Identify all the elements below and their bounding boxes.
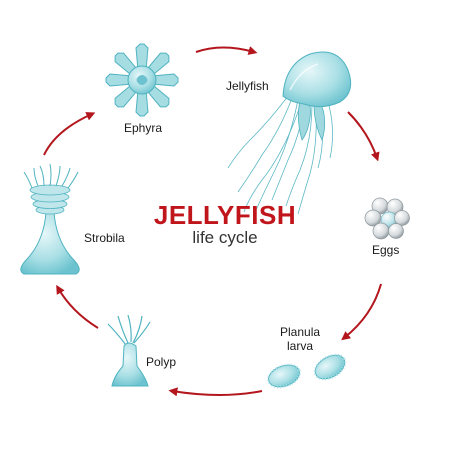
arrow-ephyra-to-jellyfish [195, 46, 258, 55]
diagram-title: JELLYFISH [153, 200, 297, 230]
planula-illustration [267, 353, 347, 389]
stage-label-polyp: Polyp [146, 355, 177, 369]
arrow-strobila-to-ephyra [43, 112, 96, 156]
arrow-polyp-to-strobila [56, 284, 99, 329]
stage-label-planula-text: Planula larva [280, 325, 321, 353]
stage-label-ephyra: Ephyra [124, 121, 163, 135]
diagram-subtitle: life cycle [192, 228, 258, 247]
arrow-jellyfish-to-eggs [347, 111, 380, 162]
polyp-illustration [107, 314, 151, 387]
stage-label-jellyfish: Jellyfish [226, 79, 269, 93]
arrow-eggs-to-planula [341, 283, 382, 341]
stage-label-strobila: Strobila [84, 231, 125, 245]
stage-label-planula: Planula larva [280, 325, 321, 354]
eggs-illustration [364, 197, 410, 240]
ephyra-illustration [105, 43, 179, 117]
strobila-illustration [20, 163, 80, 275]
stage-label-eggs: Eggs [372, 243, 400, 257]
arrow-planula-to-polyp [168, 387, 263, 397]
jellyfish-illustration [227, 51, 352, 215]
cycle-arrows [43, 46, 382, 397]
